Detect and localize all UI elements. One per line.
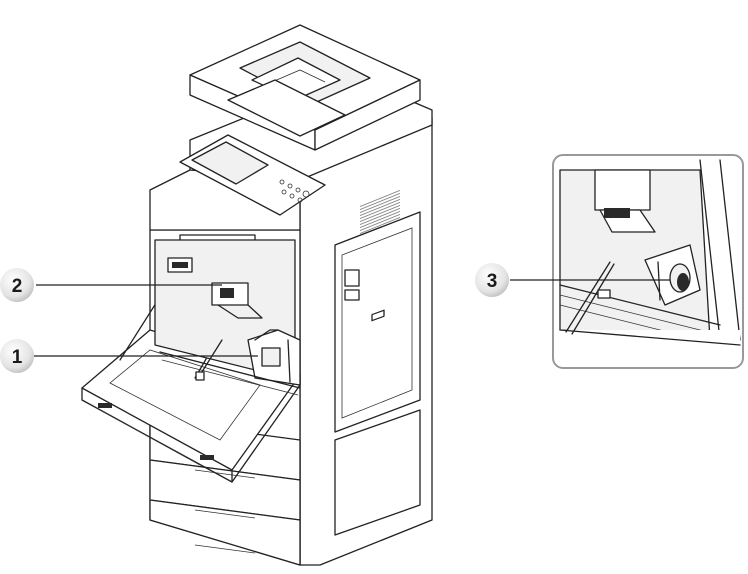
printer-interior xyxy=(154,239,301,396)
waste-toner-container xyxy=(247,329,301,386)
side-vents xyxy=(360,188,400,235)
control-panel xyxy=(179,134,326,216)
detail-inset xyxy=(552,154,744,369)
callout-2-label: 2 xyxy=(12,276,23,297)
callout-1-label: 1 xyxy=(12,347,23,368)
callout-1: 1 xyxy=(0,339,258,373)
toner-cartridge-slot xyxy=(167,257,263,319)
callout-2-bubble xyxy=(0,268,34,302)
side-door xyxy=(334,211,421,433)
callout-1-bubble xyxy=(0,339,34,373)
callout-3: 3 xyxy=(475,263,670,297)
callout-3-label: 3 xyxy=(487,271,498,292)
callout-2: 2 xyxy=(0,268,222,302)
inset-toner-part xyxy=(644,244,701,306)
document-feeder xyxy=(189,24,421,151)
callout-3-bubble xyxy=(475,263,509,297)
